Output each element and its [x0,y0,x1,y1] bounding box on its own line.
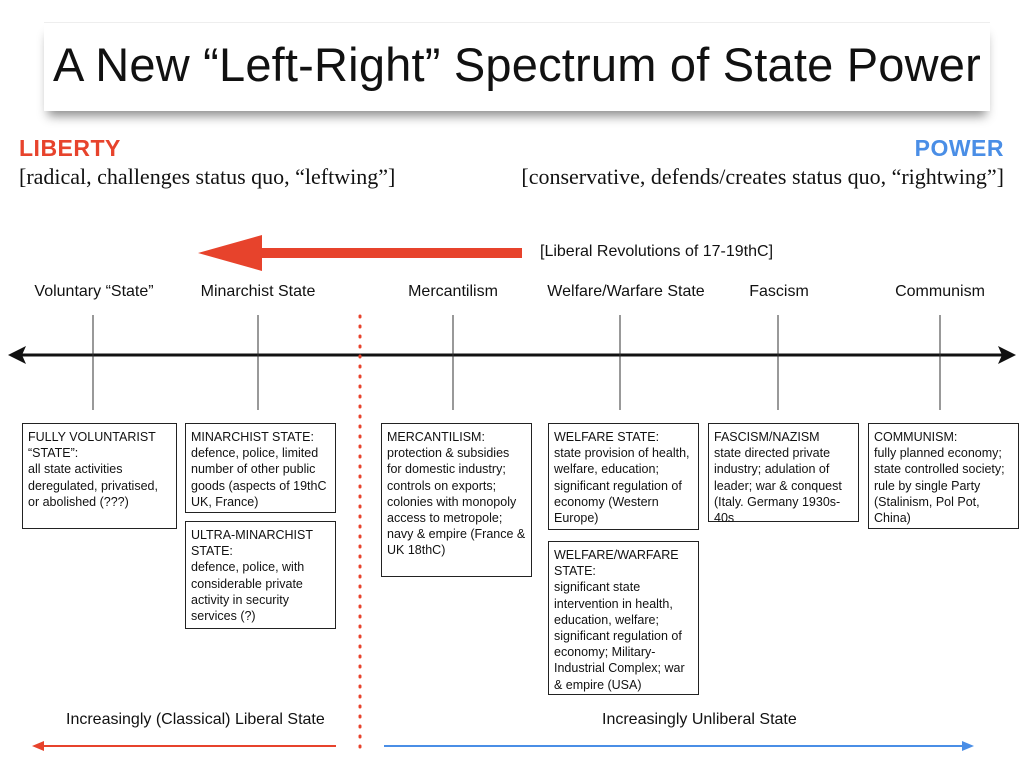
category-minarchist-state: Minarchist State [200,283,316,300]
box-heading: FASCISM/NAZISM [714,430,820,444]
box-heading: COMMUNISM: [874,430,958,444]
power-label: POWER [914,135,1004,161]
liberal-revolutions-label: [Liberal Revolutions of 17-19thC] [540,243,774,260]
box-mercantilism: MERCANTILISM: protection & subsidies for… [381,423,532,577]
box-heading: MINARCHIST STATE: [191,430,314,444]
box-welfare-state: WELFARE STATE: state provision of health… [548,423,699,530]
box-minarchist: MINARCHIST STATE: defence, police, limit… [185,423,336,513]
box-body: significant state intervention in health… [554,580,685,692]
page-title: A New “Left-Right” Spectrum of State Pow… [53,38,981,91]
box-welfare-warfare-state: WELFARE/WARFARE STATE: significant state… [548,541,699,695]
box-heading: ULTRA-MINARCHIST STATE: [191,528,313,559]
box-body: fully planned economy; state controlled … [874,446,1005,526]
box-fascism-nazism: FASCISM/NAZISM state directed private in… [708,423,859,525]
box-heading: MERCANTILISM: [387,430,485,444]
bottom-unliberal-label: Increasingly Unliberal State [602,711,797,728]
category-communism: Communism [895,283,985,300]
box-ultra-minarchist: ULTRA-MINARCHIST STATE: defence, police,… [185,521,336,629]
box-body: defence, police, with considerable priva… [191,560,305,624]
box-body: defence, police, limited number of other… [191,446,327,509]
category-welfare-warfare-state: Welfare/Warfare State [547,283,705,300]
box-fully-voluntarist: FULLY VOLUNTARIST “STATE”: all state act… [22,423,177,529]
bottom-left-arrowhead [32,741,44,751]
power-description: [conservative, defends/creates status qu… [521,164,1004,189]
box-body: all state activities deregulated, privat… [28,462,158,509]
bottom-liberal-label: Increasingly (Classical) Liberal State [66,711,325,728]
title-box: A New “Left-Right” Spectrum of State Pow… [44,22,990,111]
category-fascism: Fascism [749,283,809,300]
bottom-right-arrowhead [962,741,974,751]
box-body: state provision of health, welfare, educ… [554,446,690,526]
box-heading: WELFARE STATE: [554,430,660,444]
axis-left-arrowhead [8,346,26,364]
box-body: state directed private industry; adulati… [714,446,842,526]
category-mercantilism: Mercantilism [408,283,498,300]
category-voluntary-state: Voluntary “State” [34,283,154,300]
box-heading: FULLY VOLUNTARIST “STATE”: [28,430,156,461]
liberal-revolutions-arrow [198,235,522,271]
box-body: protection & subsidies for domestic indu… [387,446,526,558]
axis-right-arrowhead [998,346,1016,364]
box-heading: WELFARE/WARFARE STATE: [554,548,679,579]
box-communism: COMMUNISM: fully planned economy; state … [868,423,1019,529]
liberty-label: LIBERTY [19,135,121,161]
liberty-description: [radical, challenges status quo, “leftwi… [19,164,396,189]
